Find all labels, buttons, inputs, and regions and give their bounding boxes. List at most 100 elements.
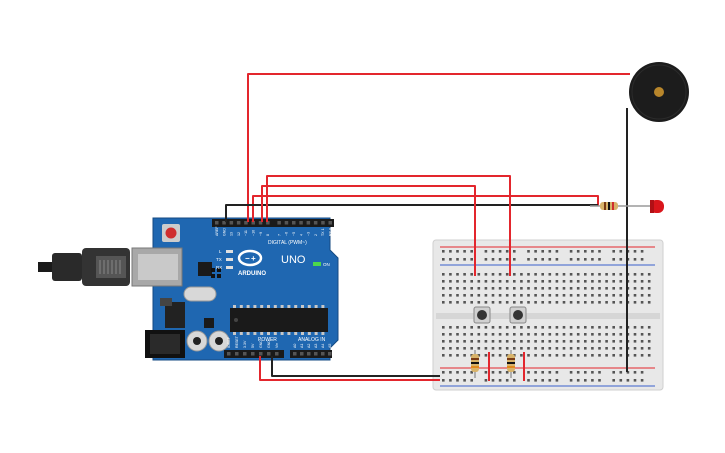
breadboard-hole[interactable]	[541, 280, 544, 283]
breadboard-hole[interactable]	[456, 347, 459, 350]
breadboard-hole[interactable]	[463, 287, 466, 290]
breadboard-hole[interactable]	[498, 347, 502, 350]
breadboard-hole[interactable]	[513, 294, 516, 297]
breadboard-hole[interactable]	[463, 294, 466, 297]
breadboard-hole[interactable]	[534, 340, 537, 343]
breadboard-hole[interactable]	[513, 301, 516, 304]
breadboard-hole[interactable]	[555, 280, 559, 283]
breadboard-hole[interactable]	[449, 371, 452, 374]
breadboard-hole[interactable]	[626, 379, 630, 382]
breadboard-hole[interactable]	[598, 347, 601, 350]
breadboard-hole[interactable]	[484, 287, 488, 290]
breadboard-hole[interactable]	[491, 379, 495, 382]
breadboard-hole[interactable]	[640, 354, 644, 357]
breadboard-hole[interactable]	[555, 326, 559, 329]
breadboard-hole[interactable]	[555, 340, 559, 343]
breadboard-hole[interactable]	[591, 379, 594, 382]
breadboard-hole[interactable]	[640, 258, 644, 261]
breadboard-hole[interactable]	[470, 280, 473, 283]
digital-pin[interactable]	[299, 221, 303, 225]
breadboard-hole[interactable]	[527, 250, 530, 253]
breadboard-hole[interactable]	[442, 347, 445, 350]
breadboard-hole[interactable]	[477, 273, 481, 276]
breadboard-hole[interactable]	[647, 340, 651, 343]
breadboard-hole[interactable]	[527, 280, 530, 283]
breadboard-hole[interactable]	[484, 280, 488, 283]
breadboard-hole[interactable]	[449, 379, 452, 382]
breadboard-hole[interactable]	[498, 333, 502, 336]
breadboard-hole[interactable]	[612, 379, 615, 382]
breadboard-hole[interactable]	[598, 280, 601, 283]
breadboard-hole[interactable]	[584, 258, 587, 261]
breadboard-hole[interactable]	[640, 340, 644, 343]
breadboard-hole[interactable]	[584, 326, 587, 329]
breadboard-hole[interactable]	[449, 273, 452, 276]
breadboard-hole[interactable]	[491, 258, 495, 261]
breadboard-hole[interactable]	[534, 333, 537, 336]
breadboard-hole[interactable]	[605, 287, 608, 290]
analog-pin[interactable]	[314, 352, 318, 356]
breadboard-hole[interactable]	[640, 287, 644, 290]
breadboard-hole[interactable]	[498, 379, 502, 382]
breadboard-hole[interactable]	[633, 294, 637, 297]
breadboard-hole[interactable]	[591, 301, 594, 304]
breadboard-hole[interactable]	[647, 280, 651, 283]
breadboard-hole[interactable]	[484, 379, 488, 382]
breadboard-hole[interactable]	[555, 258, 559, 261]
breadboard-hole[interactable]	[562, 340, 566, 343]
breadboard-hole[interactable]	[591, 354, 594, 357]
breadboard-hole[interactable]	[520, 301, 523, 304]
breadboard-hole[interactable]	[619, 294, 623, 297]
breadboard-hole[interactable]	[520, 347, 523, 350]
breadboard-hole[interactable]	[584, 340, 587, 343]
breadboard-hole[interactable]	[548, 371, 552, 374]
wire-gnd[interactable]	[271, 356, 440, 377]
breadboard-hole[interactable]	[513, 250, 516, 253]
digital-pin[interactable]	[236, 221, 241, 225]
breadboard-hole[interactable]	[598, 301, 601, 304]
breadboard-hole[interactable]	[548, 379, 552, 382]
breadboard-hole[interactable]	[541, 301, 544, 304]
breadboard-hole[interactable]	[612, 326, 615, 329]
breadboard-hole[interactable]	[442, 250, 445, 253]
breadboard-hole[interactable]	[562, 347, 566, 350]
breadboard-hole[interactable]	[591, 280, 594, 283]
breadboard-hole[interactable]	[569, 258, 573, 261]
breadboard-hole[interactable]	[619, 371, 623, 374]
breadboard-hole[interactable]	[527, 379, 530, 382]
breadboard-hole[interactable]	[513, 273, 516, 276]
analog-pin[interactable]	[300, 352, 304, 356]
breadboard-hole[interactable]	[591, 340, 594, 343]
breadboard-hole[interactable]	[576, 294, 580, 297]
breadboard-hole[interactable]	[591, 294, 594, 297]
breadboard-hole[interactable]	[505, 371, 509, 374]
breadboard-hole[interactable]	[463, 354, 466, 357]
breadboard-hole[interactable]	[541, 273, 544, 276]
breadboard-hole[interactable]	[463, 258, 466, 261]
breadboard-hole[interactable]	[584, 301, 587, 304]
breadboard-hole[interactable]	[562, 333, 566, 336]
breadboard-hole[interactable]	[576, 258, 580, 261]
breadboard-hole[interactable]	[605, 347, 608, 350]
analog-pin[interactable]	[293, 352, 297, 356]
breadboard-hole[interactable]	[442, 258, 445, 261]
breadboard-hole[interactable]	[442, 287, 445, 290]
breadboard-hole[interactable]	[513, 280, 516, 283]
breadboard-hole[interactable]	[619, 347, 623, 350]
breadboard-hole[interactable]	[470, 340, 473, 343]
breadboard-hole[interactable]	[491, 250, 495, 253]
breadboard-hole[interactable]	[534, 294, 537, 297]
pulldown-resistor-2-icon[interactable]	[507, 350, 515, 378]
breadboard-hole[interactable]	[477, 354, 481, 357]
breadboard-hole[interactable]	[612, 287, 615, 290]
breadboard-hole[interactable]	[527, 340, 530, 343]
digital-pin[interactable]	[321, 221, 325, 225]
breadboard-hole[interactable]	[612, 250, 615, 253]
breadboard-hole[interactable]	[633, 287, 637, 290]
breadboard-hole[interactable]	[562, 287, 566, 290]
breadboard-hole[interactable]	[584, 379, 587, 382]
breadboard-hole[interactable]	[498, 273, 502, 276]
breadboard-hole[interactable]	[640, 250, 644, 253]
digital-pin[interactable]	[277, 221, 281, 225]
breadboard-hole[interactable]	[456, 354, 459, 357]
